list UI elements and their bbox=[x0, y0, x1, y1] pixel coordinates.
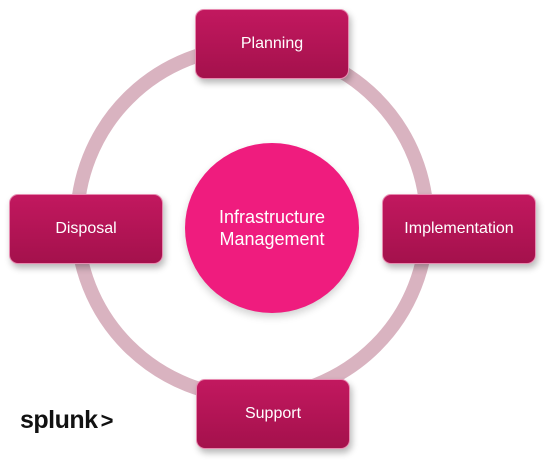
center-circle: Infrastructure Management bbox=[185, 143, 359, 313]
node-label: Support bbox=[244, 405, 302, 422]
node-disposal: Disposal bbox=[9, 194, 163, 264]
center-label: Infrastructure Management bbox=[219, 206, 325, 250]
node-label: Disposal bbox=[55, 220, 117, 237]
center-label-line2: Management bbox=[219, 229, 325, 249]
node-label: Planning bbox=[240, 35, 304, 52]
node-planning: Planning bbox=[195, 9, 349, 79]
splunk-logo: splunk> bbox=[20, 406, 113, 435]
center-label-line1: Infrastructure bbox=[218, 207, 326, 227]
node-implementation: Implementation bbox=[382, 194, 536, 264]
logo-text: splunk bbox=[20, 406, 98, 434]
chevron-right-icon: > bbox=[100, 408, 114, 433]
node-label: Implementation bbox=[404, 220, 514, 237]
node-support: Support bbox=[196, 379, 350, 449]
